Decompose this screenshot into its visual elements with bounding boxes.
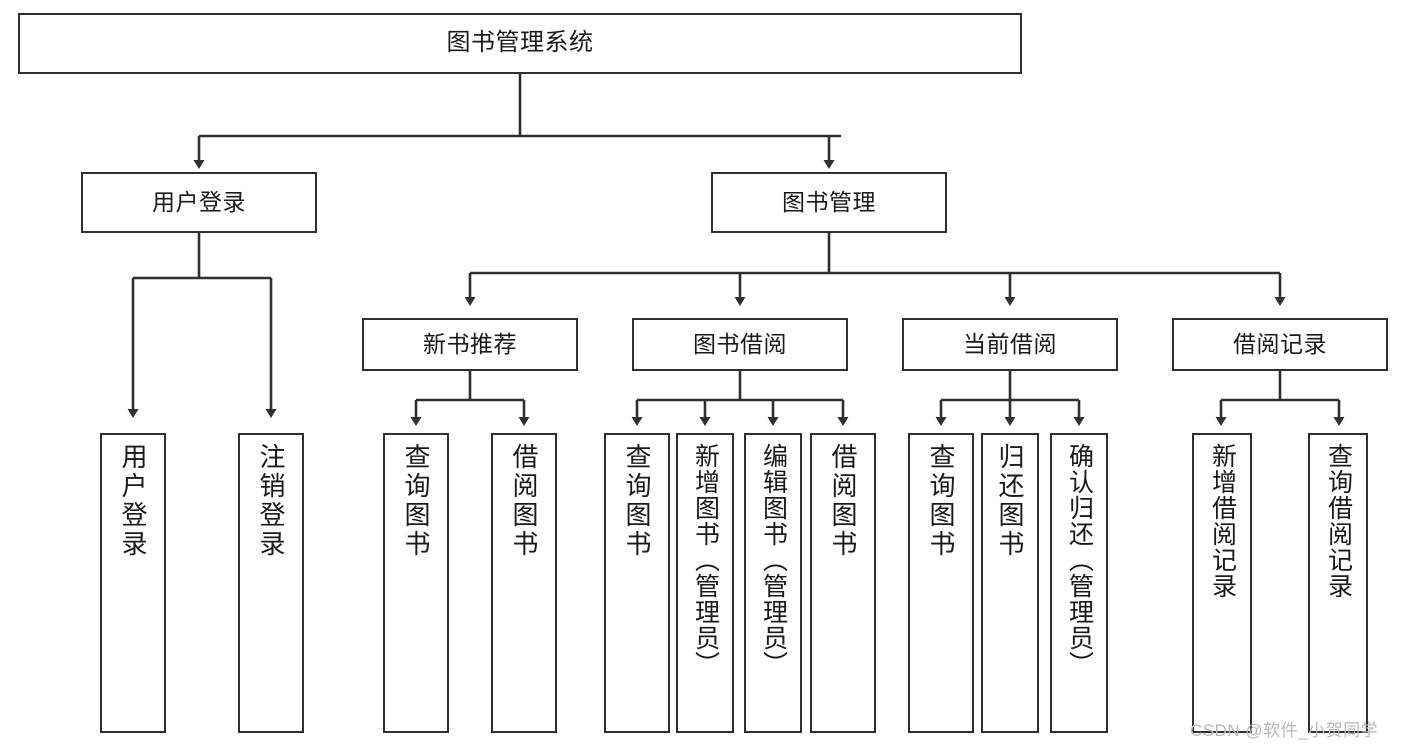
leaf-query-book-current[interactable]: 查询图书 — [908, 433, 974, 733]
node-label: 借阅记录 — [1233, 330, 1327, 357]
node-label: 新书推荐 — [423, 330, 517, 357]
leaf-borrow-book[interactable]: 借阅图书 — [810, 433, 876, 733]
node-current-borrow[interactable]: 当前借阅 — [902, 318, 1118, 371]
node-label: 图书借阅 — [693, 330, 787, 357]
leaf-user-login[interactable]: 用户登录 — [100, 433, 166, 733]
node-book-management[interactable]: 图书管理 — [711, 172, 947, 233]
leaf-edit-book[interactable]: 编辑图书（管理员） — [744, 433, 802, 733]
leaf-query-book-recommend[interactable]: 查询图书 — [383, 433, 449, 733]
leaf-query-book-borrow[interactable]: 查询图书 — [604, 433, 670, 733]
node-label: 查询图书 — [622, 443, 652, 559]
node-label: 当前借阅 — [963, 330, 1057, 357]
node-label: 用户登录 — [118, 443, 148, 559]
node-new-book-recommend[interactable]: 新书推荐 — [362, 318, 578, 371]
csdn-watermark: CSDN @软件_小贺同学 — [1190, 721, 1379, 740]
leaf-query-borrow-record[interactable]: 查询借阅记录 — [1308, 433, 1368, 733]
leaf-add-borrow-record[interactable]: 新增借阅记录 — [1192, 433, 1252, 733]
node-label: 借阅图书 — [828, 443, 858, 559]
node-label: 确认归还（管理员） — [1065, 443, 1094, 677]
node-label: 新增借阅记录 — [1208, 443, 1237, 599]
leaf-return-book[interactable]: 归还图书 — [981, 433, 1039, 733]
node-book-borrow[interactable]: 图书借阅 — [632, 318, 848, 371]
leaf-confirm-return[interactable]: 确认归还（管理员） — [1050, 433, 1108, 733]
node-label: 用户登录 — [152, 188, 246, 215]
node-root-system[interactable]: 图书管理系统 — [18, 13, 1022, 74]
node-label: 查询图书 — [401, 443, 431, 559]
node-label: 注销登录 — [256, 443, 286, 559]
node-label: 借阅图书 — [509, 443, 539, 559]
node-label: 图书管理系统 — [446, 29, 594, 57]
node-user-login[interactable]: 用户登录 — [81, 172, 317, 233]
leaf-borrow-book-recommend[interactable]: 借阅图书 — [491, 433, 557, 733]
node-label: 归还图书 — [995, 443, 1025, 559]
leaf-logout-login[interactable]: 注销登录 — [238, 433, 304, 733]
node-borrow-record[interactable]: 借阅记录 — [1172, 318, 1388, 371]
node-label: 查询图书 — [926, 443, 956, 559]
node-label: 编辑图书（管理员） — [759, 443, 788, 677]
node-label: 图书管理 — [782, 188, 876, 215]
node-label: 查询借阅记录 — [1324, 443, 1353, 599]
node-label: 新增图书（管理员） — [691, 443, 720, 677]
leaf-add-book[interactable]: 新增图书（管理员） — [676, 433, 734, 733]
